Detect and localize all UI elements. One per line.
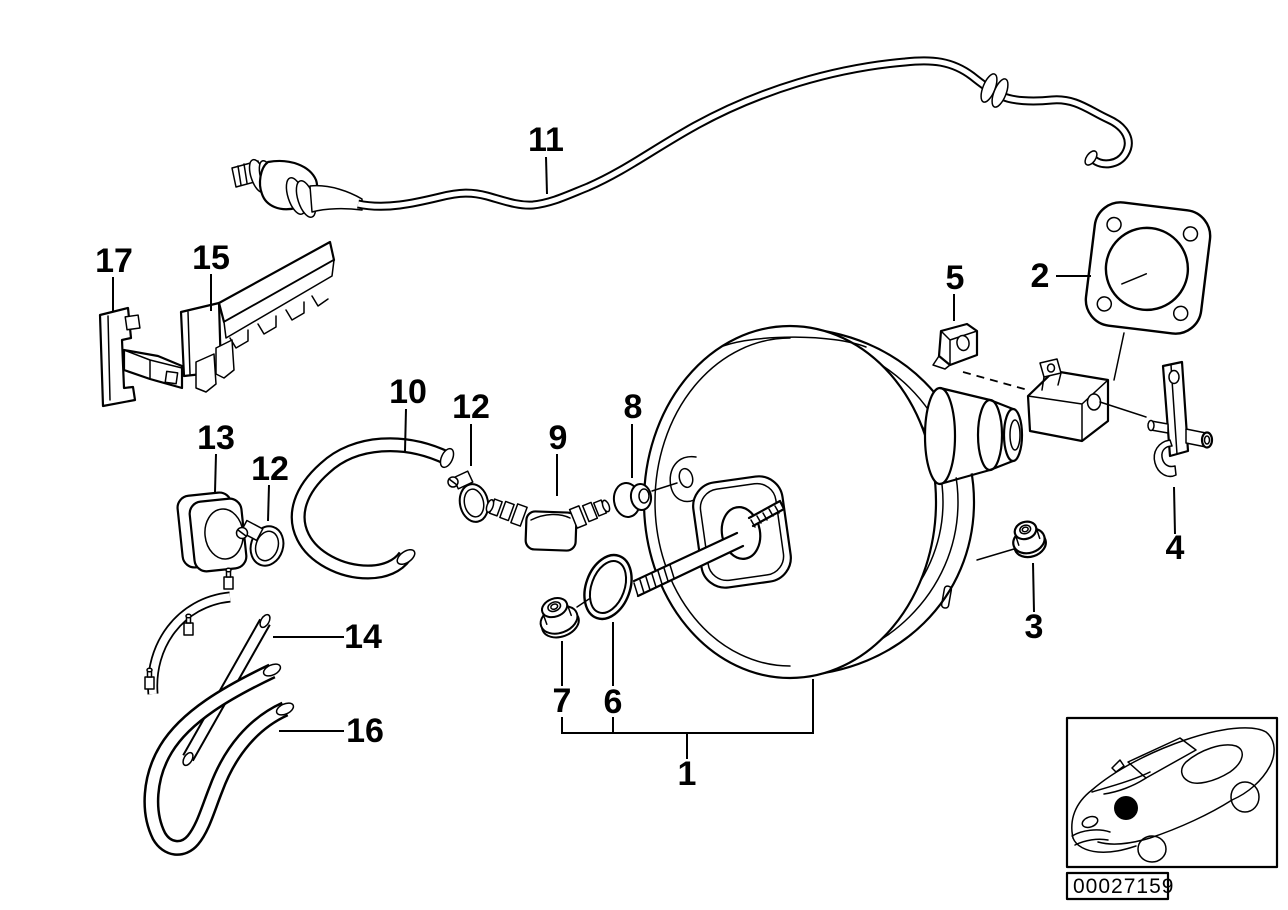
callout-5[interactable]: 5	[946, 259, 965, 297]
callout-2[interactable]: 2	[1031, 257, 1050, 295]
car-icon	[1071, 727, 1275, 863]
part-5-clip-drawing	[932, 322, 979, 370]
callout-16[interactable]: 16	[346, 712, 384, 750]
callout-10[interactable]: 10	[389, 373, 427, 411]
callout-6[interactable]: 6	[604, 683, 623, 721]
part-3-nut-drawing	[1012, 520, 1047, 559]
car-location-inset: 00027159	[1065, 716, 1279, 901]
rod-thread-ticks	[633, 564, 675, 597]
callout-17[interactable]: 17	[95, 242, 133, 280]
diagram-code: 00027159	[1073, 875, 1174, 898]
part-12-left-clamp-drawing	[235, 519, 285, 567]
part-7-nut-drawing	[539, 597, 580, 639]
part-13-pad-drawing	[176, 491, 248, 573]
location-dot	[1114, 796, 1138, 820]
diagram-code-box: 00027159	[1065, 871, 1174, 901]
part-11-vacuum-pipe-drawing	[231, 56, 1133, 218]
part-9-elbow-fitting-drawing	[485, 498, 611, 552]
callout-11[interactable]: 11	[528, 121, 564, 159]
part-1-brake-booster-drawing	[632, 324, 976, 680]
holder-stud	[223, 567, 234, 590]
callout-4[interactable]: 4	[1166, 529, 1185, 567]
callout-12-mid[interactable]: 12	[452, 388, 490, 426]
part-10-hose-drawing	[290, 437, 455, 580]
part-15-rail-bracket-drawing	[179, 240, 336, 393]
callout-9[interactable]: 9	[549, 419, 568, 457]
part-4-lever-drawing	[1147, 360, 1214, 478]
callout-8[interactable]: 8	[624, 388, 643, 426]
callout-1[interactable]: 1	[678, 755, 697, 793]
part-2-gasket-drawing	[1084, 201, 1212, 335]
part-6-o-ring-drawing	[576, 553, 633, 621]
callout-leader-lines	[112, 156, 1176, 759]
part-17-bracket-drawing	[98, 306, 184, 408]
callout-15[interactable]: 15	[192, 239, 230, 277]
part-8-grommet-drawing	[612, 482, 653, 518]
holder-stud	[183, 613, 194, 636]
callout-13[interactable]: 13	[197, 419, 235, 457]
holder-stud	[144, 667, 155, 690]
part-16-strap-drawing	[143, 663, 295, 856]
booster-pushrod-clevis-drawing	[923, 358, 1110, 486]
part-12-mid-clamp-drawing	[447, 470, 490, 523]
callout-3[interactable]: 3	[1025, 608, 1044, 646]
callout-labels: 1 2 3 4 5 6 7 8 9 10 11 12 12 13 14 15 1…	[95, 121, 1184, 793]
callout-14[interactable]: 14	[344, 618, 382, 656]
callout-12-left[interactable]: 12	[251, 450, 289, 488]
callout-7[interactable]: 7	[553, 682, 572, 720]
